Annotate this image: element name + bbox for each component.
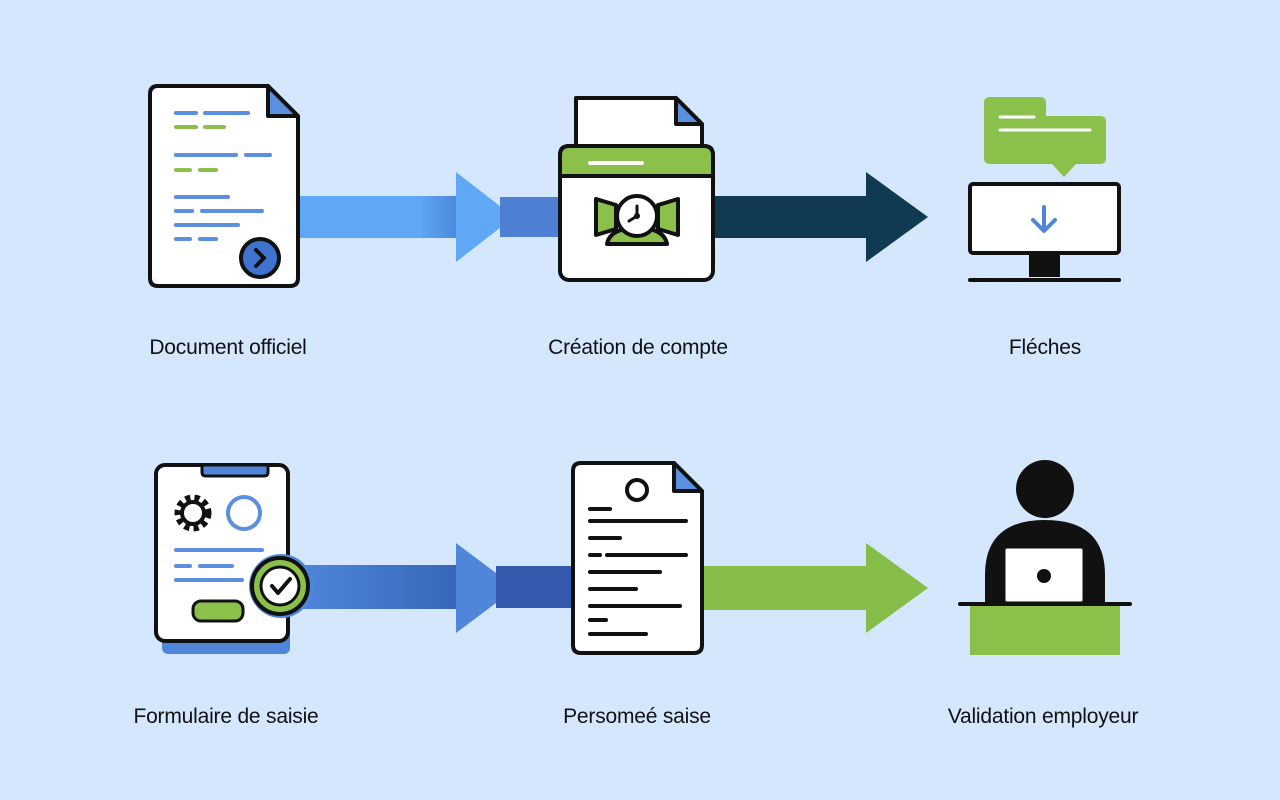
step-label-fleches: Fléches (1008, 336, 1082, 359)
step-label-formulaire-de-saisie: Formulaire de saisie (133, 705, 319, 728)
monitor-download-icon (968, 97, 1121, 282)
arrow-1-to-2 (295, 172, 570, 262)
input-form-icon (154, 463, 313, 654)
official-document-icon (148, 84, 300, 288)
employee-at-laptop-icon (958, 460, 1132, 655)
arrow-5-to-6 (700, 543, 928, 633)
text-document-icon (571, 461, 704, 655)
step-label-document-officiel: Document officiel (149, 336, 307, 359)
step-label-validation-employeur: Validation employeur (947, 705, 1139, 728)
arrow-4-to-5 (300, 543, 582, 633)
step-label-creation-de-compte: Création de compte (548, 336, 728, 359)
gear-icon (174, 494, 212, 532)
arrow-2-to-3 (700, 172, 928, 262)
account-creation-icon (558, 96, 715, 282)
step-label-persomee-saise: Persomeé saise (563, 705, 711, 728)
